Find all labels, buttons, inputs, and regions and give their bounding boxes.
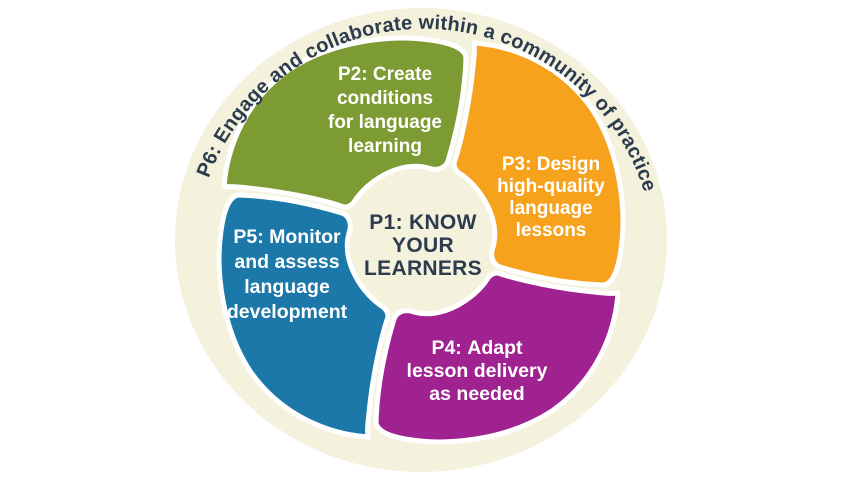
petal-tag: P2: xyxy=(337,64,368,85)
center-label-line: P1: KNOW xyxy=(369,211,477,234)
petal-label-line: P5:Monitor xyxy=(233,226,341,248)
center-label-p1: P1: KNOW YOUR LEARNERS xyxy=(364,211,482,280)
petal-label-line: as needed xyxy=(429,383,525,405)
petal-label-p2: P2:Create conditions for language learni… xyxy=(328,63,442,159)
petal-tag: P3: xyxy=(501,154,532,175)
petal-label-line: development xyxy=(226,301,348,323)
petal-label-line: P2:Create xyxy=(337,64,433,85)
petal-label-line: high-quality xyxy=(497,176,605,197)
petal-label-p5: P5:Monitor and assess language developme… xyxy=(227,225,347,325)
petal-label-line: language xyxy=(509,198,593,219)
petal-label-line: learning xyxy=(348,136,422,157)
center-label-line: YOUR xyxy=(392,234,454,257)
petal-label-line: P3:Design xyxy=(501,154,601,175)
petal-label-line: and assess xyxy=(234,251,340,273)
petal-label-line: P4:Adapt xyxy=(431,337,523,359)
petal-label-line: language xyxy=(244,276,330,298)
petal-tag: P5: xyxy=(233,226,264,248)
petal-label-p3: P3:Design high-quality language lessons xyxy=(497,154,605,242)
petal-label-line: for language xyxy=(327,112,443,133)
petal-tag: P4: xyxy=(431,337,462,359)
center-label-line: LEARNERS xyxy=(364,257,482,280)
petal-label-line: lesson delivery xyxy=(406,360,548,382)
petal-label-line: conditions xyxy=(336,88,434,109)
petal-label-line: lessons xyxy=(515,220,587,241)
petal-label-p4: P4:Adapt lesson delivery as needed xyxy=(407,337,548,406)
